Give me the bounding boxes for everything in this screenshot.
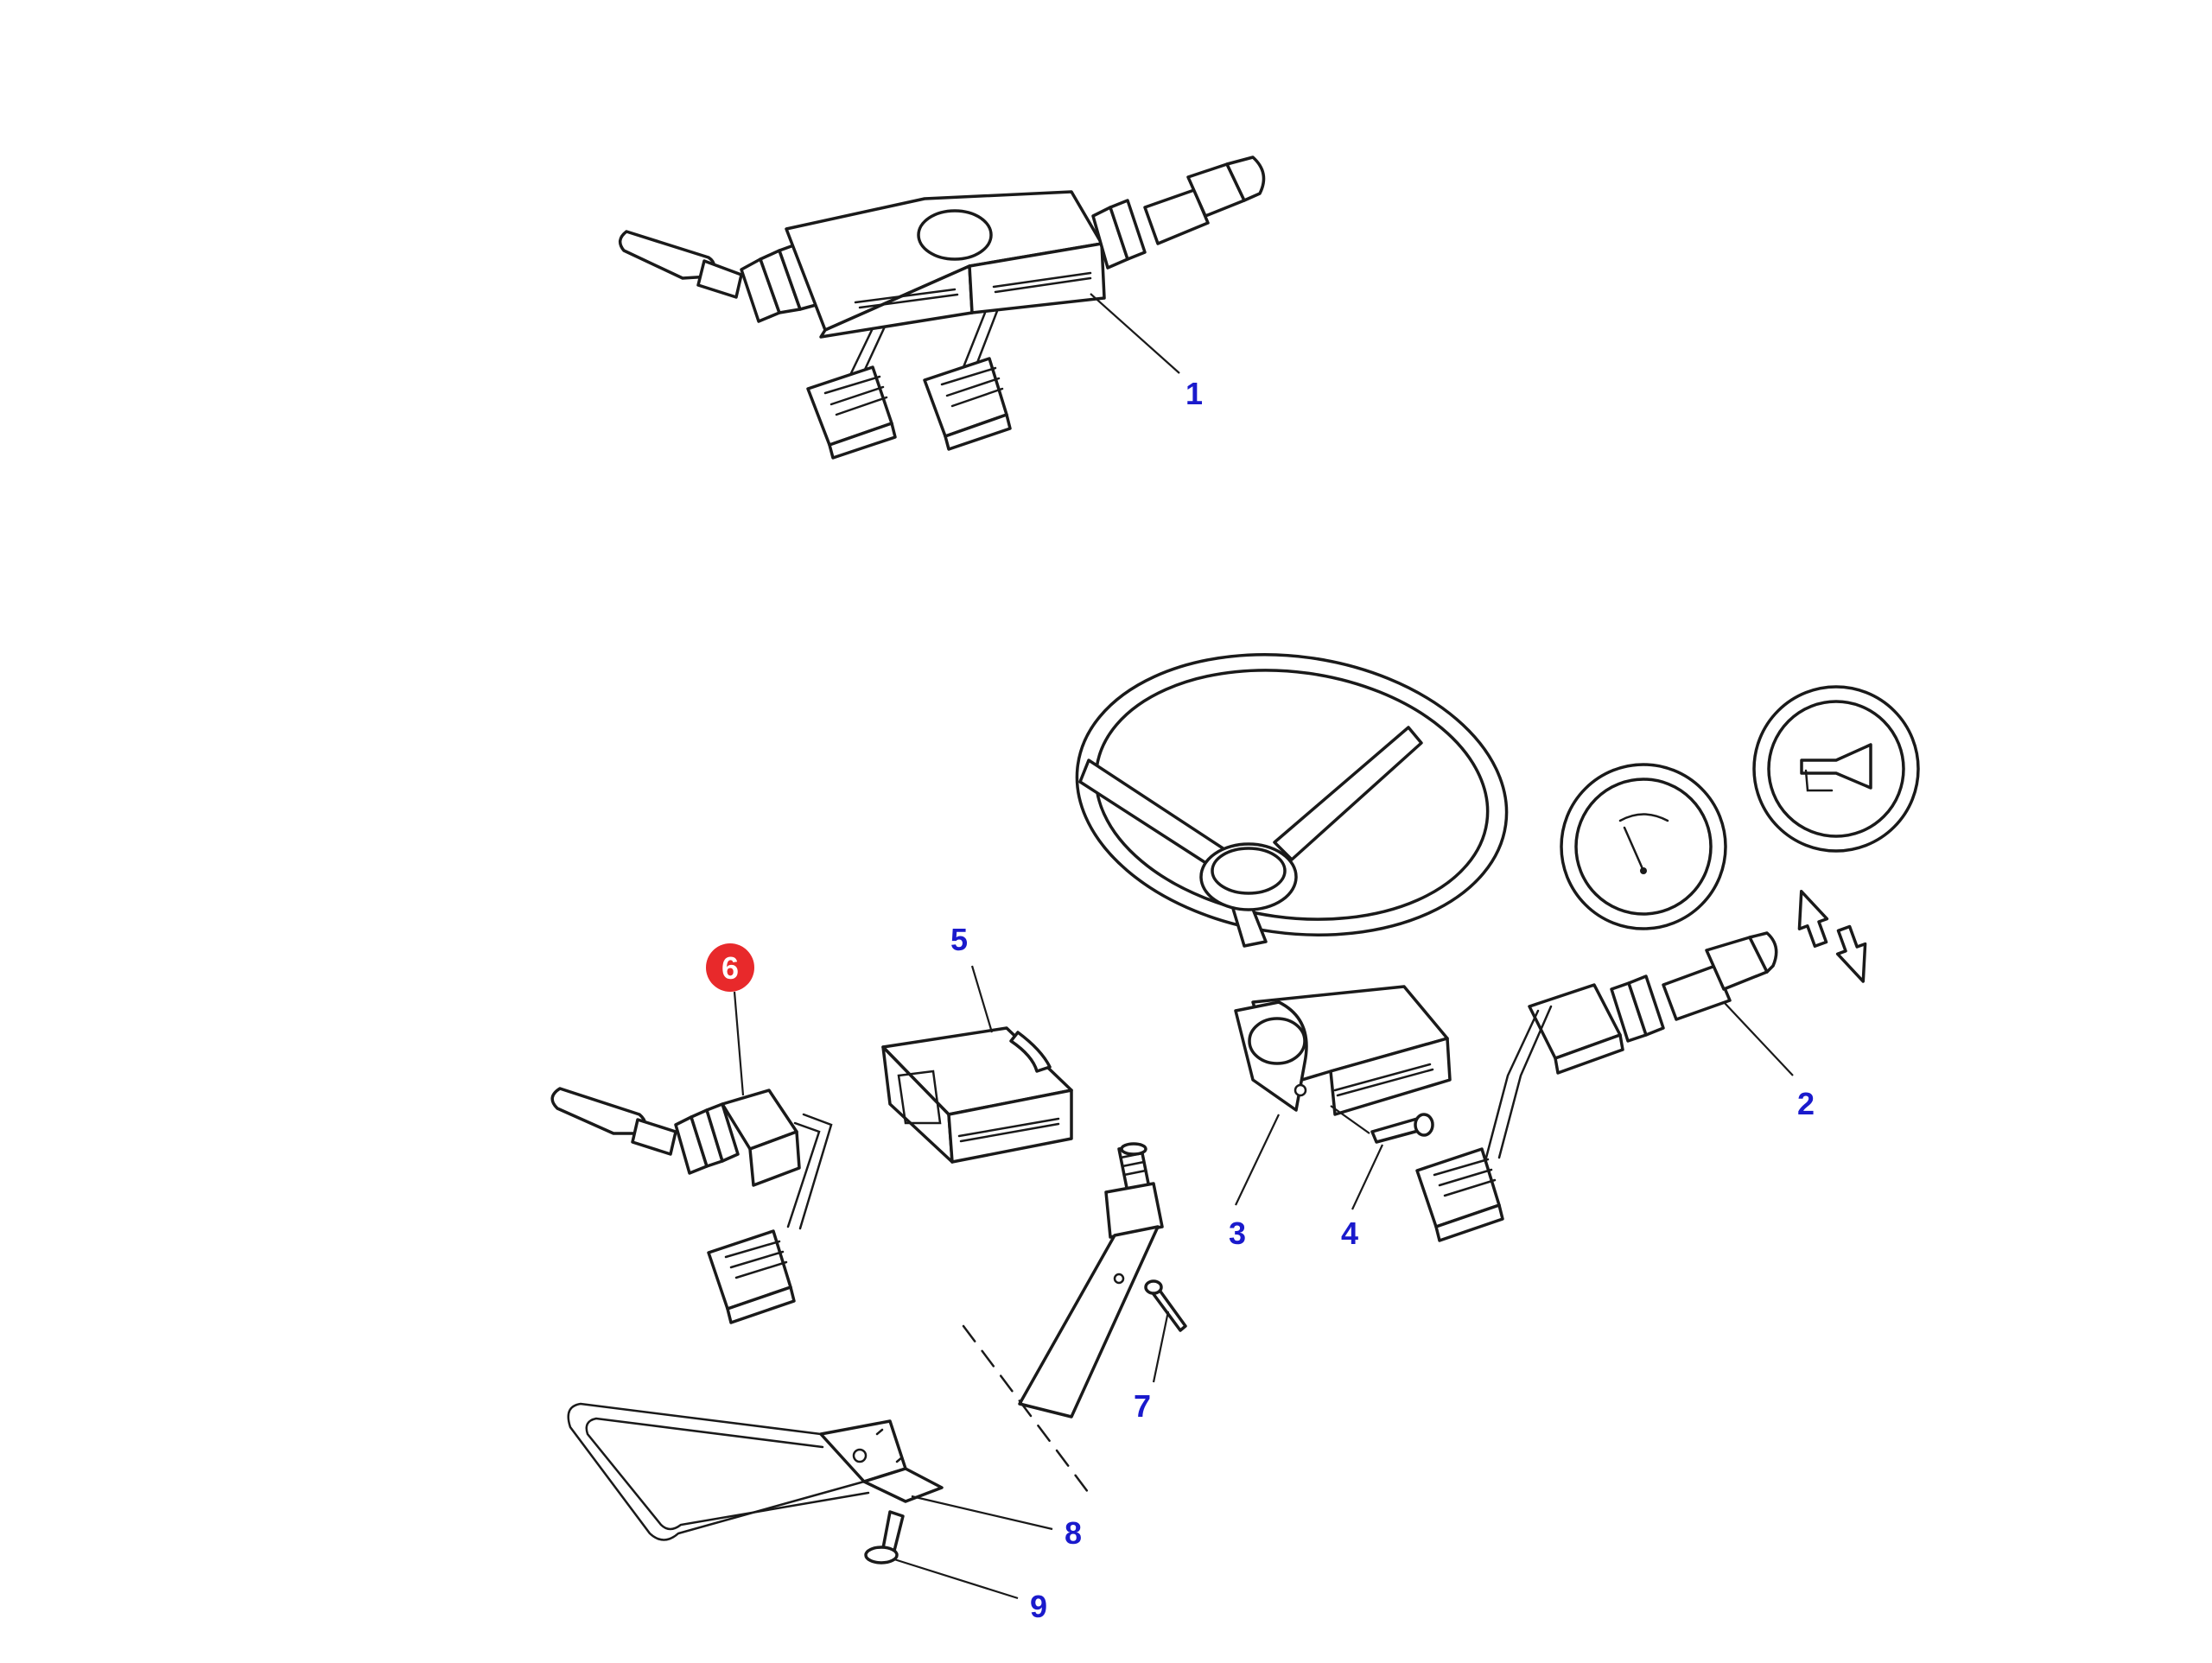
callout-5[interactable]: 5 xyxy=(950,922,968,957)
leader-4 xyxy=(1351,1144,1383,1210)
callout-3[interactable]: 3 xyxy=(1229,1216,1246,1251)
callout-1[interactable]: 1 xyxy=(1185,376,1203,411)
part-2-switch[interactable] xyxy=(1415,931,1778,1242)
callout-7[interactable]: 7 xyxy=(1134,1388,1151,1424)
part-3-shroud[interactable] xyxy=(1234,985,1452,1116)
leader-8 xyxy=(911,1495,1053,1531)
callout-2[interactable]: 2 xyxy=(1797,1086,1815,1121)
leader-3 xyxy=(1235,1114,1280,1206)
leader-7 xyxy=(1152,1311,1170,1383)
wiper-dial xyxy=(1560,763,1727,930)
callout-8[interactable]: 8 xyxy=(1065,1515,1082,1551)
callout-4[interactable]: 4 xyxy=(1341,1216,1358,1251)
part-6-switch[interactable] xyxy=(550,1087,833,1324)
part-9-screw[interactable] xyxy=(864,1510,905,1565)
part-5-shroud[interactable] xyxy=(881,1026,1073,1164)
leader-2 xyxy=(1723,1001,1794,1076)
part-1-combination-switch[interactable] xyxy=(618,156,1266,460)
part-4-screw[interactable] xyxy=(1370,1113,1434,1144)
leader-4b xyxy=(1330,1105,1370,1134)
leader-9 xyxy=(893,1558,1019,1600)
callout-6-badge[interactable] xyxy=(706,943,754,992)
direction-arrows-icon xyxy=(1797,890,1867,983)
part-8-bracket[interactable] xyxy=(567,1402,944,1541)
leader-1 xyxy=(1090,293,1180,374)
leader-6 xyxy=(733,991,745,1096)
part-7-pin[interactable] xyxy=(1144,1279,1187,1332)
steering-column xyxy=(962,1142,1164,1501)
steering-wheel xyxy=(1075,653,1509,948)
callout-6[interactable]: 6 xyxy=(721,950,739,986)
leader-5 xyxy=(970,965,994,1033)
callout-9[interactable]: 9 xyxy=(1030,1589,1047,1624)
horn-dial xyxy=(1752,685,1920,853)
